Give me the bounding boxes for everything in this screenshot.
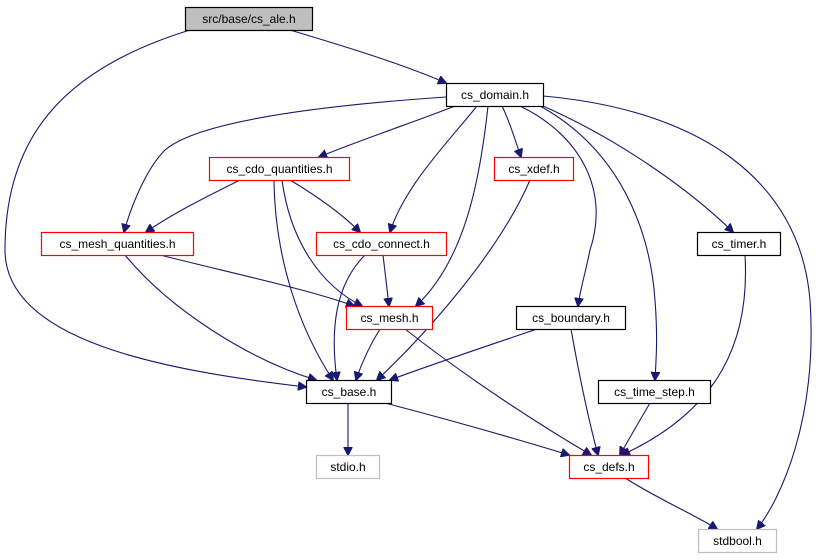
edge-cs-mesh-to-cs-defs: [404, 328, 591, 455]
nodes-layer: src/base/cs_ale.h cs_domain.h cs_cdo_quant…: [40, 6, 782, 554]
node-cs-cdo-quantities[interactable]: cs_cdo_quantities.h: [208, 156, 351, 182]
node-label-stdbool: stdbool.h: [713, 534, 762, 548]
node-box-cs-xdef[interactable]: [493, 156, 575, 182]
node-cs-domain[interactable]: cs_domain.h: [445, 82, 545, 108]
node-label-cs-boundary: cs_boundary.h: [532, 311, 610, 325]
edge-cs-boundary-to-cs-defs: [570, 328, 598, 455]
edge-cs-xdef-to-cs-base: [377, 179, 531, 380]
node-box-cs-boundary[interactable]: [515, 305, 627, 331]
edge-cs-domain-to-cs-xdef: [501, 105, 521, 157]
edge-cs-time-step-to-cs-defs: [620, 402, 651, 455]
edge-cs-domain-to-cs-time-step: [539, 105, 657, 380]
node-label-cs-base: cs_base.h: [322, 385, 377, 399]
node-box-cs-base[interactable]: [305, 379, 393, 405]
node-label-cs-cdo-quantities: cs_cdo_quantities.h: [226, 162, 332, 176]
node-cs-ale[interactable]: src/base/cs_ale.h: [184, 6, 314, 32]
node-cs-mesh-quantities[interactable]: cs_mesh_quantities.h: [40, 231, 195, 257]
edge-cs-cdo-quantities-to-cs-mesh: [281, 179, 362, 306]
node-box-stdbool[interactable]: [697, 528, 778, 554]
edge-cs-cdo-quantities-to-cs-base: [273, 179, 333, 380]
node-stdio[interactable]: stdio.h: [315, 454, 381, 480]
edge-cs-ale-to-cs-base: [4, 29, 306, 387]
node-label-cs-xdef: cs_xdef.h: [508, 162, 559, 176]
node-cs-timer[interactable]: cs_timer.h: [696, 231, 782, 257]
node-label-stdio: stdio.h: [330, 460, 365, 474]
edge-cs-domain-to-cs-cdo-connect: [390, 105, 478, 232]
node-box-cs-domain[interactable]: [445, 82, 545, 108]
edges-layer: [4, 29, 812, 529]
edge-cs-cdo-connect-to-cs-mesh: [382, 254, 389, 306]
node-box-cs-defs[interactable]: [568, 454, 650, 480]
node-cs-base[interactable]: cs_base.h: [305, 379, 393, 405]
node-box-cs-mesh[interactable]: [345, 305, 434, 331]
node-cs-time-step[interactable]: cs_time_step.h: [597, 379, 712, 405]
node-label-cs-domain: cs_domain.h: [461, 88, 529, 102]
node-label-cs-mesh-quantities: cs_mesh_quantities.h: [59, 237, 175, 251]
edge-cs-mesh-quantities-to-cs-base: [124, 254, 316, 380]
edge-cs-defs-to-stdbool: [624, 477, 717, 529]
edge-cs-domain-to-cs-timer: [542, 105, 733, 232]
node-cs-xdef[interactable]: cs_xdef.h: [493, 156, 575, 182]
node-cs-mesh[interactable]: cs_mesh.h: [345, 305, 434, 331]
node-label-cs-defs: cs_defs.h: [583, 460, 634, 474]
node-box-stdio[interactable]: [315, 454, 381, 480]
edge-cs-domain-to-cs-mesh-quantities: [124, 96, 447, 232]
node-box-cs-ale[interactable]: [184, 6, 314, 32]
node-cs-cdo-connect[interactable]: cs_cdo_connect.h: [315, 231, 448, 257]
node-box-cs-cdo-connect[interactable]: [315, 231, 448, 257]
edge-cs-base-to-cs-defs: [384, 402, 569, 455]
edge-cs-mesh-quantities-to-cs-mesh: [159, 254, 354, 306]
edge-cs-cdo-quantities-to-cs-cdo-connect: [289, 179, 360, 232]
node-label-cs-ale: src/base/cs_ale.h: [202, 12, 295, 26]
edge-cs-domain-to-cs-mesh: [416, 105, 489, 306]
node-label-cs-cdo-connect: cs_cdo_connect.h: [333, 237, 430, 251]
edge-cs-domain-to-stdbool: [542, 95, 812, 529]
node-box-cs-timer[interactable]: [696, 231, 782, 257]
node-box-cs-cdo-quantities[interactable]: [208, 156, 351, 182]
edge-cs-cdo-connect-to-cs-base: [334, 254, 366, 380]
node-box-cs-time-step[interactable]: [597, 379, 712, 405]
node-stdbool[interactable]: stdbool.h: [697, 528, 778, 554]
edge-cs-boundary-to-cs-base: [390, 328, 538, 380]
node-cs-defs[interactable]: cs_defs.h: [568, 454, 650, 480]
edge-cs-domain-to-cs-cdo-quantities: [319, 105, 456, 157]
node-box-cs-mesh-quantities[interactable]: [40, 231, 195, 257]
node-label-cs-time-step: cs_time_step.h: [614, 385, 695, 399]
edge-cs-timer-to-cs-defs: [622, 254, 747, 455]
edge-cs-cdo-quantities-to-cs-mesh-quantities: [146, 179, 241, 232]
node-label-cs-timer: cs_timer.h: [712, 237, 767, 251]
edge-cs-mesh-to-cs-base: [356, 328, 381, 380]
edge-cs-domain-to-cs-boundary: [519, 105, 597, 306]
node-cs-boundary[interactable]: cs_boundary.h: [515, 305, 627, 331]
edge-cs-ale-to-cs-domain: [289, 29, 446, 83]
node-label-cs-mesh: cs_mesh.h: [360, 311, 418, 325]
